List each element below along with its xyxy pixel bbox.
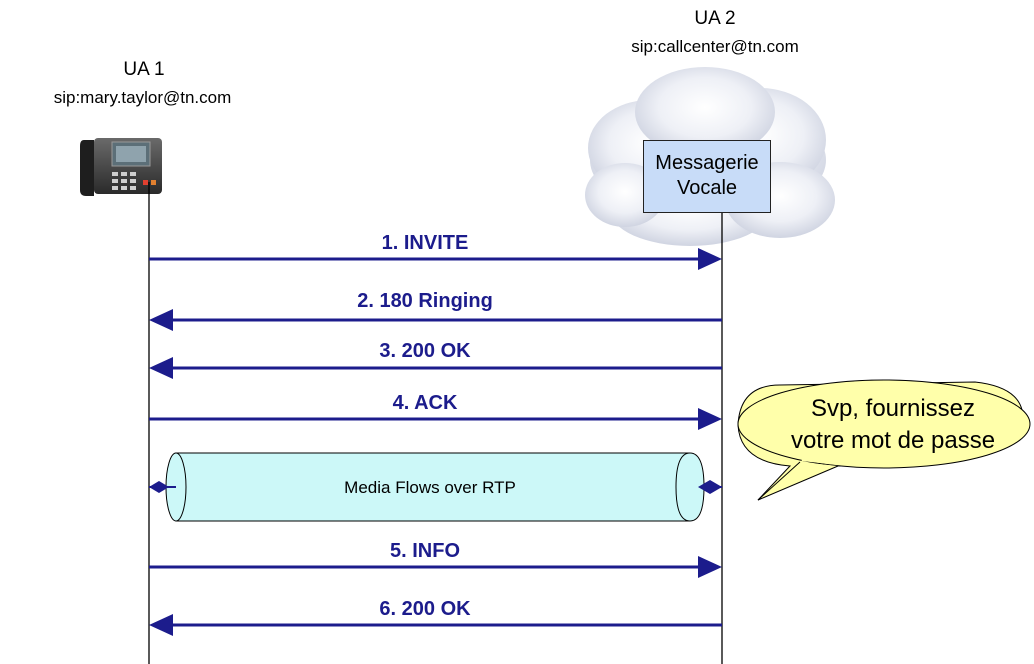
message-label-invite: 1. INVITE (381, 232, 469, 254)
message-arrow-200-ok (149, 357, 722, 379)
media-flow-pipe (149, 452, 722, 522)
ua1-uri: sip:mary.taylor@tn.com (53, 88, 232, 107)
speech-bubble (737, 379, 1031, 501)
speech-bubble-text: Svp, fournissez votre mot de passe (748, 393, 1034, 457)
message-label-200-ok-final: 6. 200 OK (379, 598, 471, 620)
message-label-180-ringing: 2. 180 Ringing (357, 290, 493, 312)
message-label-200-ok: 3. 200 OK (379, 340, 471, 362)
voicemail-box: Messagerie Vocale (643, 140, 771, 213)
message-arrow-info (149, 556, 722, 578)
ua2-name: UA 2 (694, 8, 736, 29)
message-arrow-ack (149, 408, 722, 430)
ip-phone-icon (80, 138, 162, 196)
message-arrow-200-ok-final (149, 614, 722, 636)
message-arrow-invite (149, 248, 722, 270)
message-arrow-180-ringing (149, 309, 722, 331)
ua1-name: UA 1 (123, 59, 165, 80)
ua2-uri: sip:callcenter@tn.com (631, 37, 799, 56)
speech-bubble-line2: votre mot de passe (790, 427, 996, 454)
media-flow-label: Media Flows over RTP (344, 478, 516, 497)
message-label-info: 5. INFO (389, 540, 460, 562)
voicemail-label-line2: Vocale (676, 177, 738, 199)
speech-bubble-line1: Svp, fournissez (810, 395, 976, 422)
message-label-ack: 4. ACK (392, 392, 458, 414)
voicemail-label-line1: Messagerie (655, 152, 759, 174)
